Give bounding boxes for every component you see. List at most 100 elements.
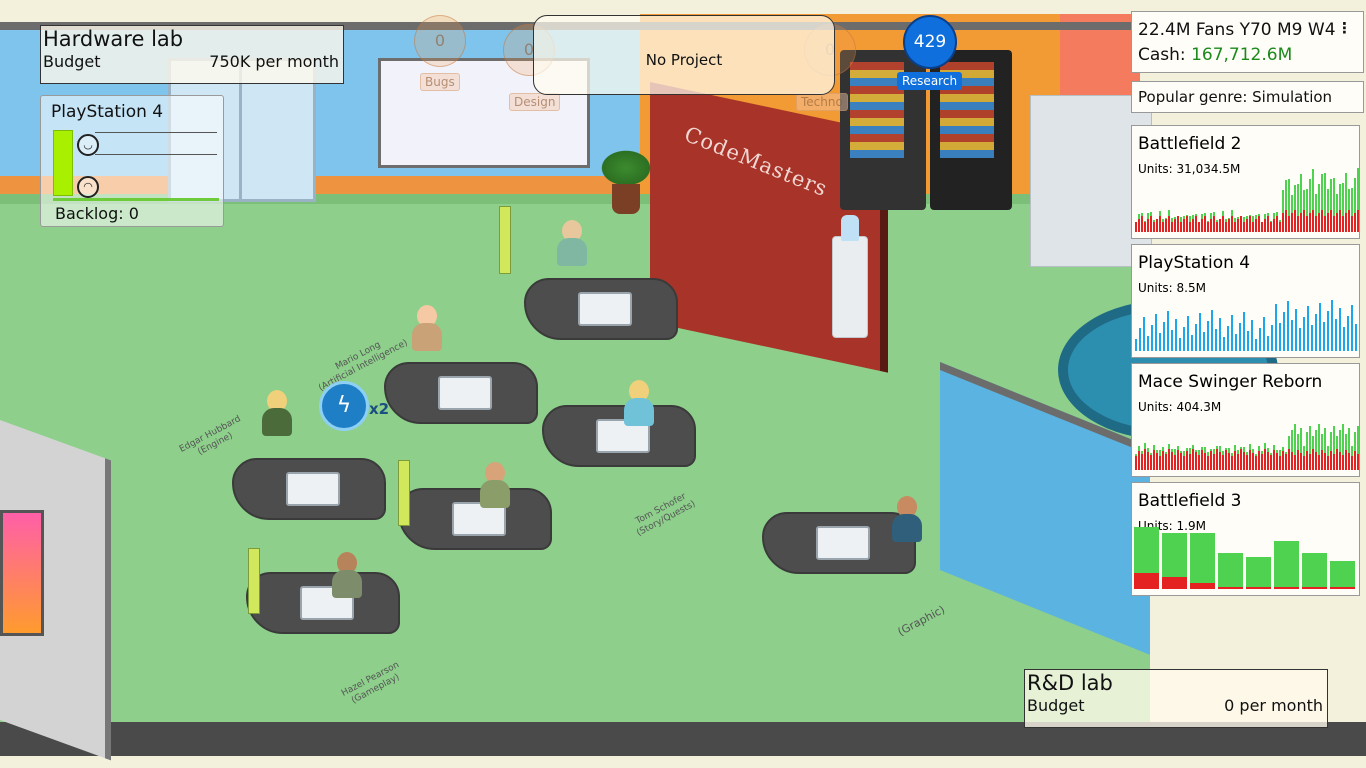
rd-lab-title: R&D lab [1027, 671, 1113, 695]
sales-bar [1324, 216, 1326, 232]
sales-bar [1348, 428, 1350, 453]
bugs-bubble: 0 [414, 15, 466, 67]
project-status-box[interactable]: No Project [533, 15, 835, 95]
sales-bar [1234, 218, 1236, 222]
sales-bar [1180, 217, 1182, 222]
sales-bar [1274, 587, 1299, 589]
sales-bar [1243, 222, 1245, 232]
sales-bar [1177, 216, 1179, 232]
sales-bar [1153, 222, 1155, 232]
research-label[interactable]: Research [897, 72, 963, 90]
sales-bar [1249, 450, 1251, 470]
sales-bar [1306, 432, 1308, 451]
sales-card-battlefield-3[interactable]: Battlefield 3 Units: 1.9M [1131, 482, 1360, 596]
sales-bar [1225, 448, 1227, 450]
sales-bar [1321, 450, 1323, 470]
sales-bar [1324, 428, 1326, 453]
desk[interactable] [524, 278, 678, 340]
staff-member[interactable] [330, 552, 364, 598]
sales-bar [1139, 328, 1141, 351]
sales-bar [1333, 426, 1335, 454]
sales-bar [1276, 450, 1278, 453]
sales-bar [1312, 436, 1314, 449]
design-tag: Design [509, 93, 561, 111]
sales-bar [1165, 219, 1167, 232]
sales-bar [1312, 210, 1314, 232]
sales-bar [1252, 449, 1254, 453]
desk[interactable] [762, 512, 916, 574]
sales-bar [1231, 456, 1233, 470]
sales-bar [1201, 447, 1203, 450]
sales-bar [1351, 216, 1353, 232]
sales-bar [1183, 451, 1185, 456]
sales-bar [1339, 210, 1341, 232]
research-points-button[interactable]: 429 [903, 15, 957, 69]
sales-bar [1315, 194, 1317, 216]
desk[interactable] [232, 458, 386, 520]
sales-bar [1219, 452, 1221, 470]
staff-member[interactable] [410, 305, 444, 351]
lightning-boost-icon[interactable]: ϟ [319, 381, 369, 431]
sales-bar [1291, 320, 1293, 351]
sales-bar [1191, 335, 1193, 351]
staff-member[interactable] [478, 462, 512, 508]
staff-member[interactable] [260, 390, 294, 436]
sales-card-mace-swinger-reborn[interactable]: Mace Swinger Reborn Units: 404.3M [1131, 363, 1360, 477]
desk[interactable] [246, 572, 400, 634]
budget-value: 750K per month [209, 52, 339, 71]
sales-bar [1354, 432, 1356, 451]
status-panel[interactable]: 22.4M Fans Y70 M9 W4 ⋮ Cash: 167,712.6M [1131, 11, 1364, 73]
sales-bar [1228, 453, 1230, 470]
desk[interactable] [542, 405, 696, 467]
sales-bar [1327, 311, 1329, 351]
sales-card-battlefield-2[interactable]: Battlefield 2 Units: 31,034.5M [1131, 125, 1360, 239]
sales-bar [1311, 325, 1313, 351]
sales-bar [1134, 573, 1159, 589]
sales-bar [1258, 446, 1260, 451]
sales-bar [1207, 456, 1209, 470]
sales-bar [1135, 222, 1137, 232]
sales-bar [1333, 216, 1335, 232]
desk[interactable] [398, 488, 552, 550]
sales-bar [1237, 450, 1239, 454]
units-sold: Units: 31,034.5M [1138, 162, 1241, 176]
sales-bar [1294, 424, 1296, 455]
sales-bar [1295, 309, 1297, 351]
sales-bar [1273, 450, 1275, 470]
wall-poster [0, 510, 44, 636]
rd-lab-panel[interactable]: R&D lab Budget 0 per month [1024, 669, 1328, 728]
hardware-lab-panel[interactable]: Hardware lab Budget 750K per month [40, 25, 344, 84]
sales-bar [1246, 216, 1248, 219]
sales-bar [1135, 456, 1137, 470]
sales-bar [1138, 446, 1140, 451]
sales-bar [1282, 213, 1284, 232]
sales-bar [1282, 451, 1284, 470]
sales-bar [1195, 214, 1197, 216]
staff-member[interactable] [622, 380, 656, 426]
menu-icon[interactable]: ⋮ [1337, 19, 1352, 37]
sales-bar [1252, 222, 1254, 232]
sales-bar [1357, 426, 1359, 454]
staff-member[interactable] [890, 496, 924, 542]
sales-bar [1297, 434, 1299, 450]
sales-bar [1351, 188, 1353, 216]
sales-bar [1150, 453, 1152, 455]
sales-bar [1330, 432, 1332, 451]
staff-member[interactable] [555, 220, 589, 266]
desk[interactable] [384, 362, 538, 424]
sales-bar [1162, 447, 1164, 451]
sales-bar [1345, 173, 1347, 213]
budget-label: Budget [43, 52, 101, 71]
sales-bar [1339, 308, 1341, 351]
divider [95, 132, 217, 133]
sales-bar [1179, 338, 1181, 351]
sales-bar [1165, 218, 1167, 219]
console-development-card[interactable]: PlayStation 4 ◡ ◠ Backlog: 0 [40, 95, 224, 227]
sales-bar [1223, 337, 1225, 351]
sales-bar [1210, 219, 1212, 232]
sales-bar [1297, 450, 1299, 470]
sales-bar [1216, 222, 1218, 232]
sales-card-playstation-4[interactable]: PlayStation 4 Units: 8.5M [1131, 244, 1360, 358]
sales-bar [1323, 322, 1325, 351]
